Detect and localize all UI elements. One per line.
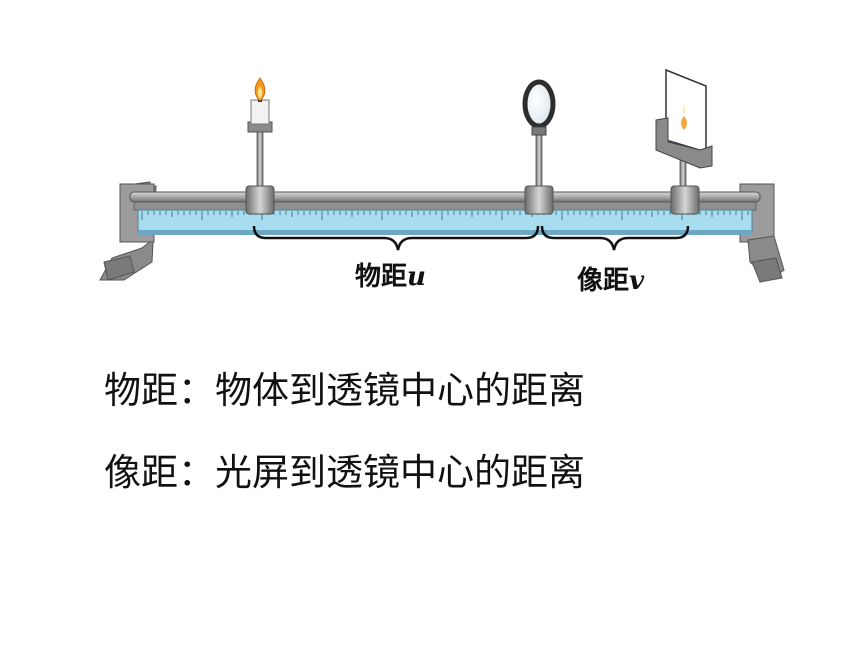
image-distance-definition: 像距：光屏到透镜中心的距离 xyxy=(104,451,585,494)
candle-icon xyxy=(245,77,275,215)
object-distance-symbol: u xyxy=(407,262,426,292)
screen-icon xyxy=(655,68,713,215)
right-stand xyxy=(739,183,785,283)
optical-bench xyxy=(129,191,761,235)
lens-icon xyxy=(522,79,556,215)
object-distance-label: 物距u xyxy=(355,256,426,293)
optical-bench-diagram xyxy=(99,68,785,283)
object-distance-definition: 物距：物体到透镜中心的距离 xyxy=(104,369,585,412)
image-distance-symbol: v xyxy=(629,266,645,296)
object-distance-text: 物距 xyxy=(355,262,408,292)
image-distance-label: 像距v xyxy=(577,260,644,297)
image-distance-text: 像距 xyxy=(577,266,630,296)
object-distance-brace xyxy=(252,225,540,251)
image-distance-brace xyxy=(540,225,690,251)
